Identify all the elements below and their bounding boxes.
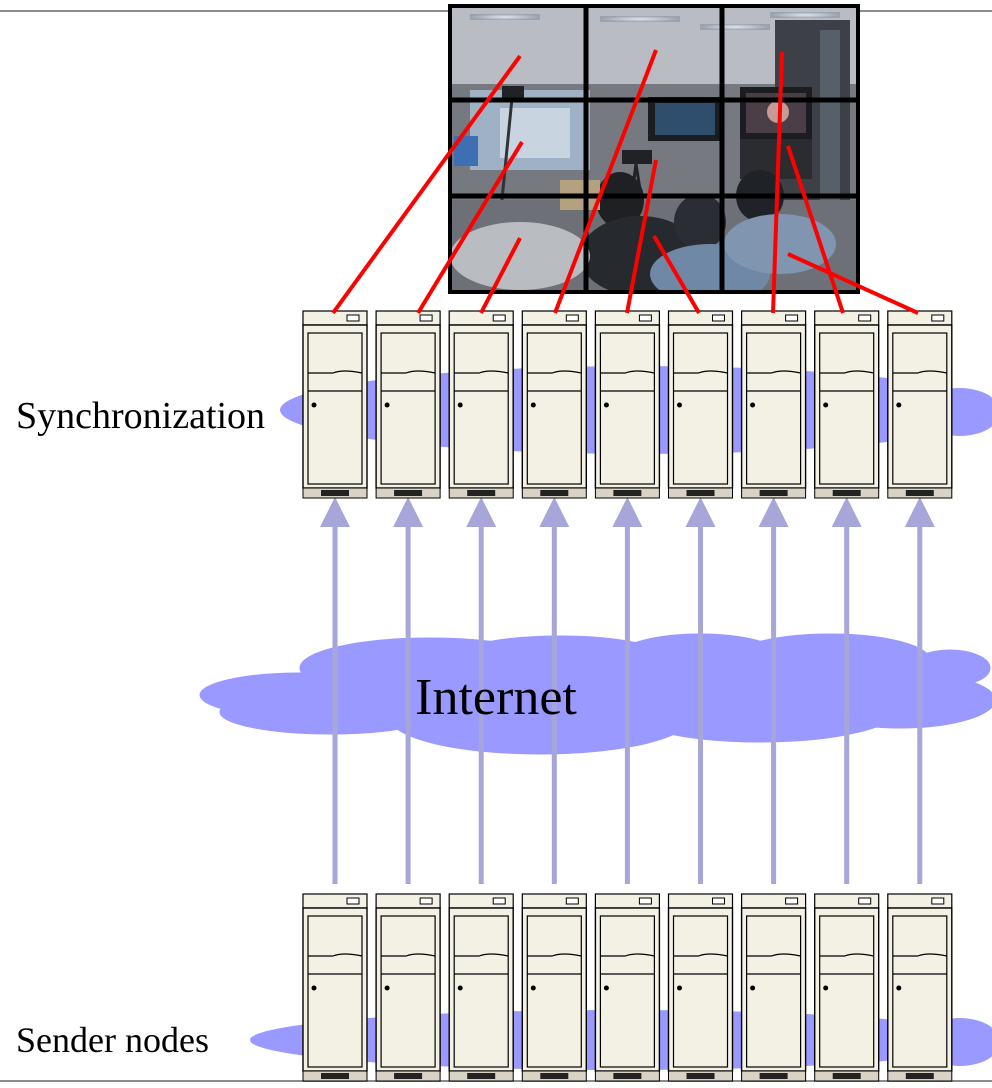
sender-node-7 xyxy=(740,893,807,1082)
tile-to-node-links xyxy=(331,49,919,315)
receiver-node-1 xyxy=(302,310,368,499)
tile-link-3 xyxy=(771,51,784,314)
sender-nodes-label: Sender nodes xyxy=(14,1019,211,1061)
sender-node-row xyxy=(302,893,953,1082)
tile-link-9 xyxy=(787,252,919,315)
internet-cloud xyxy=(199,633,992,755)
tile-link-2 xyxy=(553,49,658,314)
sender-node-1 xyxy=(302,893,368,1082)
sender-node-2 xyxy=(375,893,441,1082)
stream-arrows xyxy=(320,497,935,884)
receiver-node-5 xyxy=(594,310,661,499)
sender-node-9 xyxy=(887,893,953,1082)
video-wall xyxy=(450,6,858,292)
tile-link-1 xyxy=(331,54,522,315)
receiver-node-9 xyxy=(887,310,953,499)
synchronization-label: Synchronization xyxy=(6,392,280,442)
receiver-node-6 xyxy=(667,310,734,499)
tile-link-7 xyxy=(479,237,522,314)
sender-node-4 xyxy=(521,893,587,1082)
tile-link-4 xyxy=(416,140,524,315)
sender-node-5 xyxy=(594,893,661,1082)
receiver-node-8 xyxy=(814,310,880,499)
receiver-node-7 xyxy=(740,310,807,499)
tile-link-5 xyxy=(625,159,658,314)
receiver-node-row xyxy=(302,310,953,499)
tile-link-8 xyxy=(652,234,701,315)
sender-node-3 xyxy=(448,893,514,1082)
receiver-node-3 xyxy=(448,310,514,499)
sender-node-6 xyxy=(667,893,734,1082)
receiver-node-2 xyxy=(375,310,441,499)
sender-node-8 xyxy=(814,893,880,1082)
internet-label: Internet xyxy=(415,669,577,726)
receiver-node-4 xyxy=(521,310,587,499)
tile-link-6 xyxy=(786,145,845,314)
